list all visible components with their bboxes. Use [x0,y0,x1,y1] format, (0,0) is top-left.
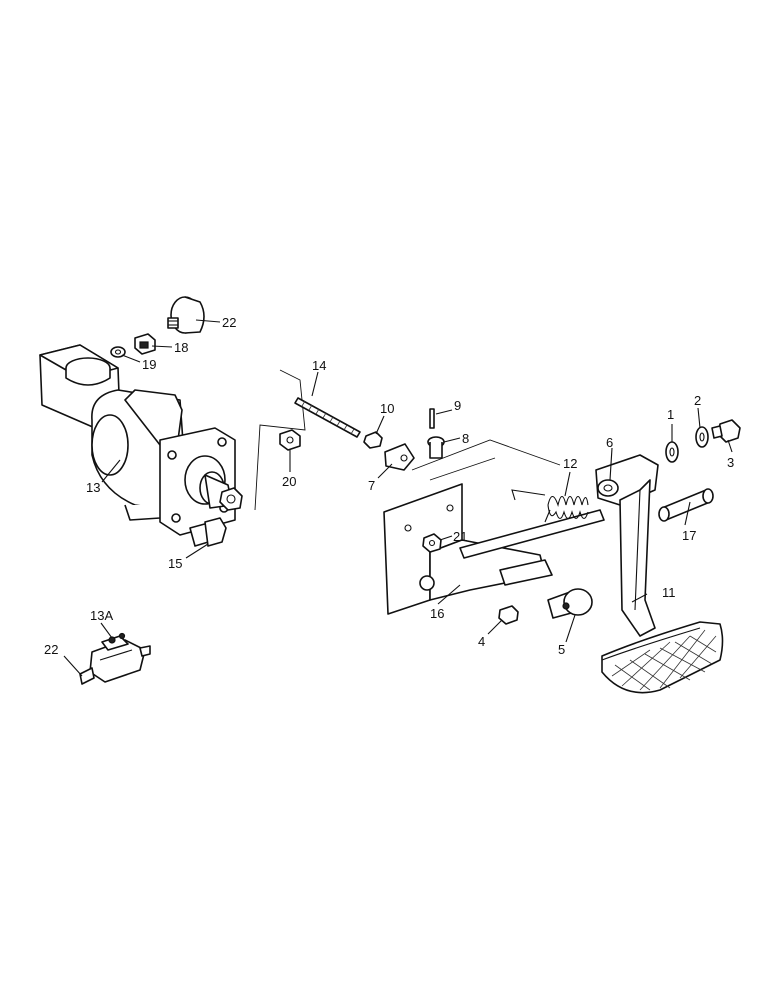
label-14: 14 [312,358,326,373]
washer-2 [695,426,709,448]
nut-4 [498,605,519,625]
nut-10 [363,431,383,449]
label-20: 20 [282,474,296,489]
label-2: 2 [694,393,701,408]
label-4: 4 [478,634,485,649]
label-18: 18 [174,340,188,355]
label-10: 10 [380,401,394,416]
label-13: 13 [86,480,100,495]
nut-20 [279,429,301,451]
leader-lines [63,319,733,677]
washer-1 [665,441,679,463]
label-22-small: 22 [44,642,58,657]
return-spring-12 [511,489,589,523]
label-15: 15 [168,556,182,571]
master-cylinder [39,344,243,536]
label-12: 12 [563,456,577,471]
bracket-16 [383,483,605,615]
part-numbers: 22 18 19 13 15 20 14 10 9 8 7 12 6 1 2 3… [44,315,734,657]
sleeve-17 [658,488,714,522]
bolt-15 [189,517,227,547]
label-17: 17 [682,528,696,543]
pedal-arm-11 [595,454,724,694]
label-16: 16 [430,606,444,621]
label-1: 1 [667,407,674,422]
nut-21 [422,533,442,553]
label-11: 11 [662,585,676,600]
label-19: 19 [142,357,156,372]
pushrod-14 [294,397,361,438]
fitting-18 [134,333,156,355]
label-6: 6 [606,435,613,450]
label-22: 22 [222,315,236,330]
washer-19 [110,346,126,358]
cotter-pin-9 [429,408,435,429]
bolt-3 [711,419,741,443]
clevis-7 [384,443,415,471]
label-9: 9 [454,398,461,413]
stop-bumper-5 [547,588,593,619]
label-8: 8 [462,431,469,446]
master-cylinder-13a [79,632,151,685]
bleeder-cap-22 [167,296,205,334]
label-7: 7 [368,478,375,493]
label-3: 3 [727,455,734,470]
label-21: 21 [453,529,467,544]
label-5: 5 [558,642,565,657]
clevis-pin-8 [427,436,445,459]
label-13a: 13A [90,608,113,623]
